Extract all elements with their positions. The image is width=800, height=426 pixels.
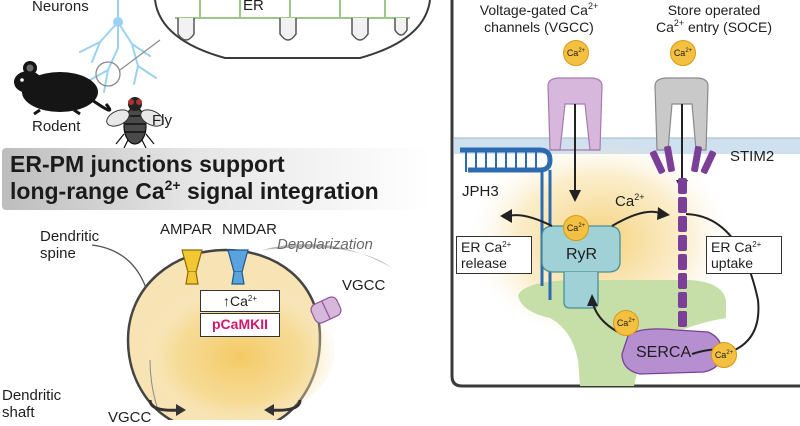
panel-frame xyxy=(450,0,800,388)
junction-panel xyxy=(450,0,800,388)
zoom-circle xyxy=(95,61,121,87)
nmdar-receptor xyxy=(227,249,249,285)
ca-center-label: Ca2+ xyxy=(615,192,645,211)
title-banner xyxy=(2,148,432,210)
fly-icon xyxy=(106,97,164,149)
ca-ion-soce: Ca2+ xyxy=(670,40,696,66)
vgcc-title: Voltage-gated Ca2+ channels (VGCC) xyxy=(479,1,599,36)
ampar-label: AMPAR xyxy=(160,221,213,238)
dendritic-spine-label: Dendritic spine xyxy=(40,228,100,262)
serca-label: SERCA xyxy=(636,344,692,361)
ampar-receptor xyxy=(181,249,203,285)
ca-ion-serca-lower: Ca2+ xyxy=(613,310,639,336)
fly-label: Fly xyxy=(152,112,172,129)
title-line-2: long-range Ca2+ signal integration xyxy=(10,177,379,204)
neuron-icon xyxy=(79,0,157,93)
title-line-1: ER-PM junctions support xyxy=(10,151,285,177)
shaft-vgcc-label: VGCC xyxy=(108,409,152,426)
rodent-label: Rodent xyxy=(32,118,81,135)
rodent-icon xyxy=(14,61,112,116)
organism-illustration xyxy=(14,0,431,149)
ryr-channel xyxy=(541,225,621,309)
neurons-label: Neurons xyxy=(32,0,89,15)
er-release-box: ER Ca2+ release xyxy=(456,236,532,274)
figure-title: ER-PM junctions support long-range Ca2+ … xyxy=(10,151,430,205)
stim2-label: STIM2 xyxy=(730,148,775,165)
er-lens xyxy=(154,0,431,59)
ca-ion-ryr: Ca2+ xyxy=(563,215,589,241)
spine-vgcc-channel xyxy=(310,296,342,324)
ca-ion-uptake: Ca2+ xyxy=(711,342,737,368)
pcamkii-box: pCaMKII xyxy=(200,313,280,337)
jph3-label: JPH3 xyxy=(462,183,499,200)
depolarization-label: Depolarization xyxy=(277,236,373,253)
dendritic-shaft-label: Dendritic shaft xyxy=(2,387,62,421)
nmdar-label: NMDAR xyxy=(222,221,277,238)
vgcc-channel xyxy=(547,77,603,202)
ca-ion-vgcc: Ca2+ xyxy=(563,40,589,66)
ryr-label: RyR xyxy=(566,246,598,263)
ca-increase-box: ↑Ca2+ xyxy=(200,290,280,312)
er-lens-label: ER xyxy=(243,0,264,14)
spine-vgcc-label: VGCC xyxy=(342,277,386,294)
er-uptake-box: ER Ca2+ uptake xyxy=(706,236,782,274)
soce-title: Store operated Ca2+ entry (SOCE) xyxy=(655,2,773,35)
